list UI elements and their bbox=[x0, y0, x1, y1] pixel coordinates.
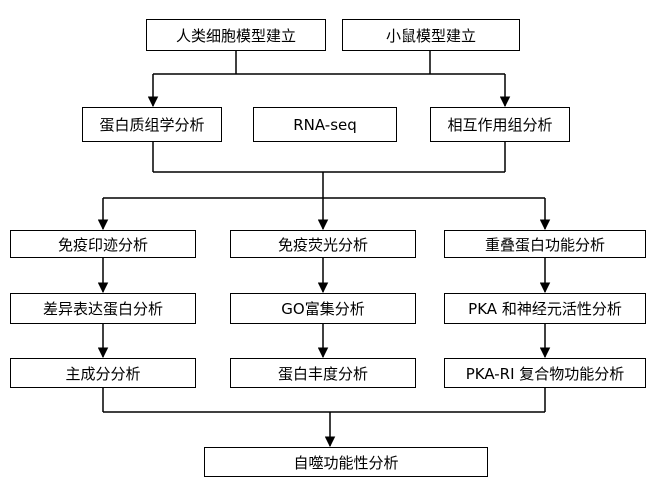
overlap-protein-function-box: 重叠蛋白功能分析 bbox=[444, 230, 646, 258]
rna-seq-box: RNA-seq bbox=[253, 107, 397, 142]
pka-ri-complex-box: PKA-RI 复合物功能分析 bbox=[444, 358, 646, 388]
differential-expression-box: 差异表达蛋白分析 bbox=[10, 293, 196, 324]
proteomics-box: 蛋白质组学分析 bbox=[82, 107, 222, 142]
interactome-box: 相互作用组分析 bbox=[430, 107, 570, 142]
pka-neuron-activity-box: PKA 和神经元活性分析 bbox=[444, 293, 646, 324]
western-blot-box: 免疫印迹分析 bbox=[10, 230, 196, 258]
go-enrichment-box: GO富集分析 bbox=[230, 293, 416, 324]
protein-abundance-box: 蛋白丰度分析 bbox=[230, 358, 416, 388]
immunofluorescence-box: 免疫荧光分析 bbox=[230, 230, 416, 258]
human-cell-model-box: 人类细胞模型建立 bbox=[146, 19, 326, 51]
pca-box: 主成分分析 bbox=[10, 358, 196, 388]
autophagy-function-box: 自噬功能性分析 bbox=[204, 447, 488, 477]
mouse-model-box: 小鼠模型建立 bbox=[342, 19, 520, 51]
